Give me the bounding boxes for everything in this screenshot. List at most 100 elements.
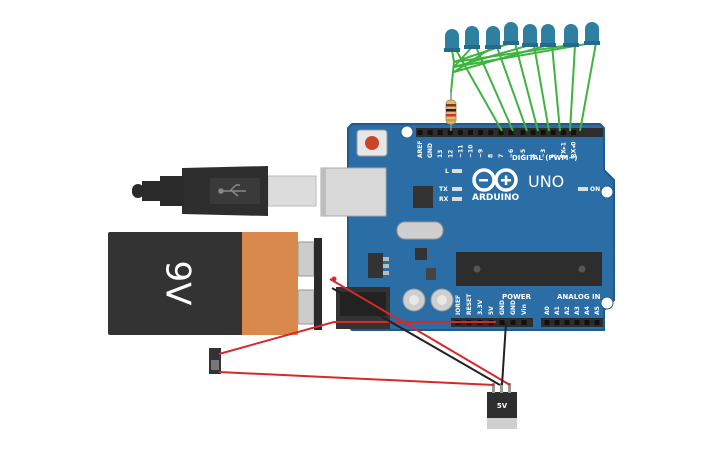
led-cathode-wire[interactable] bbox=[453, 46, 473, 68]
regulator-label: 5V bbox=[497, 402, 508, 410]
wire-ground[interactable] bbox=[331, 287, 501, 386]
led[interactable] bbox=[485, 26, 501, 49]
led-common-wire[interactable] bbox=[450, 61, 455, 93]
led-anode-wire[interactable] bbox=[475, 46, 514, 132]
led-lens bbox=[486, 26, 500, 47]
chip-dot bbox=[473, 265, 481, 273]
reset-button-cap[interactable] bbox=[365, 136, 379, 150]
uno-label: UNO bbox=[528, 172, 564, 191]
usb-port bbox=[320, 167, 387, 217]
led-lens bbox=[523, 24, 537, 45]
power-pin-label: GND bbox=[510, 300, 517, 315]
mounting-hole bbox=[600, 296, 614, 310]
analog-pin-label: A0 bbox=[544, 306, 551, 315]
regulator-leg bbox=[508, 383, 511, 393]
digital-pin-socket[interactable] bbox=[427, 130, 433, 135]
analog-pin-label: A5 bbox=[594, 306, 601, 315]
digital-pin-socket[interactable] bbox=[437, 130, 443, 135]
usb-cable[interactable] bbox=[132, 166, 317, 216]
digital-pin-label: 4 bbox=[530, 154, 537, 158]
digital-pin-socket[interactable] bbox=[498, 130, 504, 135]
led-cathode-wire[interactable] bbox=[453, 42, 512, 63]
power-pin-socket[interactable] bbox=[510, 320, 516, 325]
power-pin-label: IOREF bbox=[455, 295, 462, 315]
battery-terminal-negative bbox=[297, 289, 315, 325]
led[interactable] bbox=[563, 24, 579, 47]
led-anode-wire[interactable] bbox=[533, 44, 550, 132]
wire-gnd-regulator[interactable] bbox=[501, 322, 507, 386]
tx-label: TX bbox=[439, 186, 448, 193]
digital-pin-socket[interactable] bbox=[457, 130, 463, 135]
analog-pin-socket[interactable] bbox=[584, 320, 590, 325]
led-lens bbox=[445, 29, 459, 50]
wire-regulator-output[interactable] bbox=[329, 278, 511, 386]
digital-pin-socket[interactable] bbox=[560, 130, 566, 135]
digital-pin-socket[interactable] bbox=[447, 130, 453, 135]
digital-pin-label: ~6 bbox=[508, 149, 515, 158]
arduino-board[interactable]: L TX RX ON ARDUINO UNO DIGITAL (PWM~) PO… bbox=[320, 123, 615, 331]
wire-switch-regulator[interactable] bbox=[218, 371, 495, 386]
power-pin-label: 5V bbox=[488, 306, 495, 315]
digital-pin-socket[interactable] bbox=[478, 130, 484, 135]
led-lens bbox=[504, 22, 518, 43]
led-lens bbox=[465, 26, 479, 47]
analog-header bbox=[541, 318, 603, 327]
led[interactable] bbox=[464, 26, 480, 49]
board-regulator bbox=[368, 253, 383, 278]
voltage-regulator-5v[interactable]: 5V bbox=[487, 383, 517, 429]
led-anode-wire[interactable] bbox=[551, 44, 561, 132]
wire-switch-battery[interactable] bbox=[218, 321, 335, 355]
led-anode-wire[interactable] bbox=[514, 42, 539, 132]
led-anode-wire[interactable] bbox=[579, 42, 597, 132]
usb-strain-relief bbox=[142, 181, 162, 201]
on-label: ON bbox=[590, 186, 600, 193]
analog-pin-socket[interactable] bbox=[544, 320, 550, 325]
digital-pin-socket[interactable] bbox=[417, 130, 423, 135]
regulator-body bbox=[487, 392, 517, 418]
board-regulator-pin bbox=[383, 264, 389, 268]
led[interactable] bbox=[503, 22, 519, 45]
slide-switch[interactable] bbox=[209, 348, 221, 374]
digital-pin-label: GND bbox=[427, 143, 434, 158]
led[interactable] bbox=[584, 22, 600, 45]
digital-pin-label: 8 bbox=[488, 154, 495, 158]
digital-pin-socket[interactable] bbox=[550, 130, 556, 135]
analog-pin-socket[interactable] bbox=[554, 320, 560, 325]
power-pin-socket[interactable] bbox=[499, 320, 505, 325]
digital-pin-socket[interactable] bbox=[468, 130, 473, 135]
led-rim bbox=[563, 43, 579, 47]
wires bbox=[218, 276, 511, 386]
battery-9v[interactable]: 9V bbox=[108, 232, 322, 335]
digital-pin-socket[interactable] bbox=[571, 130, 576, 135]
regulator-leg bbox=[500, 383, 503, 393]
led-anode-wire[interactable] bbox=[496, 46, 528, 132]
led-cathode-wire[interactable] bbox=[453, 44, 572, 63]
battery-copper-band bbox=[242, 232, 298, 335]
crystal-oscillator bbox=[396, 221, 444, 240]
digital-pin-label: 12 bbox=[447, 150, 454, 158]
led[interactable] bbox=[522, 24, 538, 47]
rx-label: RX bbox=[439, 196, 449, 203]
resistor[interactable] bbox=[445, 92, 457, 131]
power-pin-socket[interactable] bbox=[521, 320, 527, 325]
led[interactable] bbox=[540, 24, 556, 47]
regulator-tab bbox=[487, 415, 517, 429]
digital-pin-socket[interactable] bbox=[540, 130, 546, 135]
digital-pin-socket[interactable] bbox=[530, 130, 536, 135]
power-pin-label: 3.3V bbox=[477, 299, 484, 315]
analog-pin-socket[interactable] bbox=[564, 320, 570, 325]
analog-label: ANALOG IN bbox=[557, 293, 601, 301]
wire-junction bbox=[331, 276, 337, 282]
analog-pin-socket[interactable] bbox=[574, 320, 580, 325]
digital-pin-socket[interactable] bbox=[520, 130, 526, 135]
led[interactable] bbox=[444, 29, 460, 52]
digital-pin-socket[interactable] bbox=[488, 130, 494, 135]
battery-label: 9V bbox=[158, 261, 198, 306]
digital-pin-label: ~10 bbox=[468, 145, 475, 158]
digital-pin-socket[interactable] bbox=[508, 130, 514, 135]
analog-pin-socket[interactable] bbox=[594, 320, 600, 325]
led-rim bbox=[540, 43, 556, 47]
capacitor-top bbox=[409, 295, 419, 305]
led-anode-wire[interactable] bbox=[569, 44, 576, 132]
